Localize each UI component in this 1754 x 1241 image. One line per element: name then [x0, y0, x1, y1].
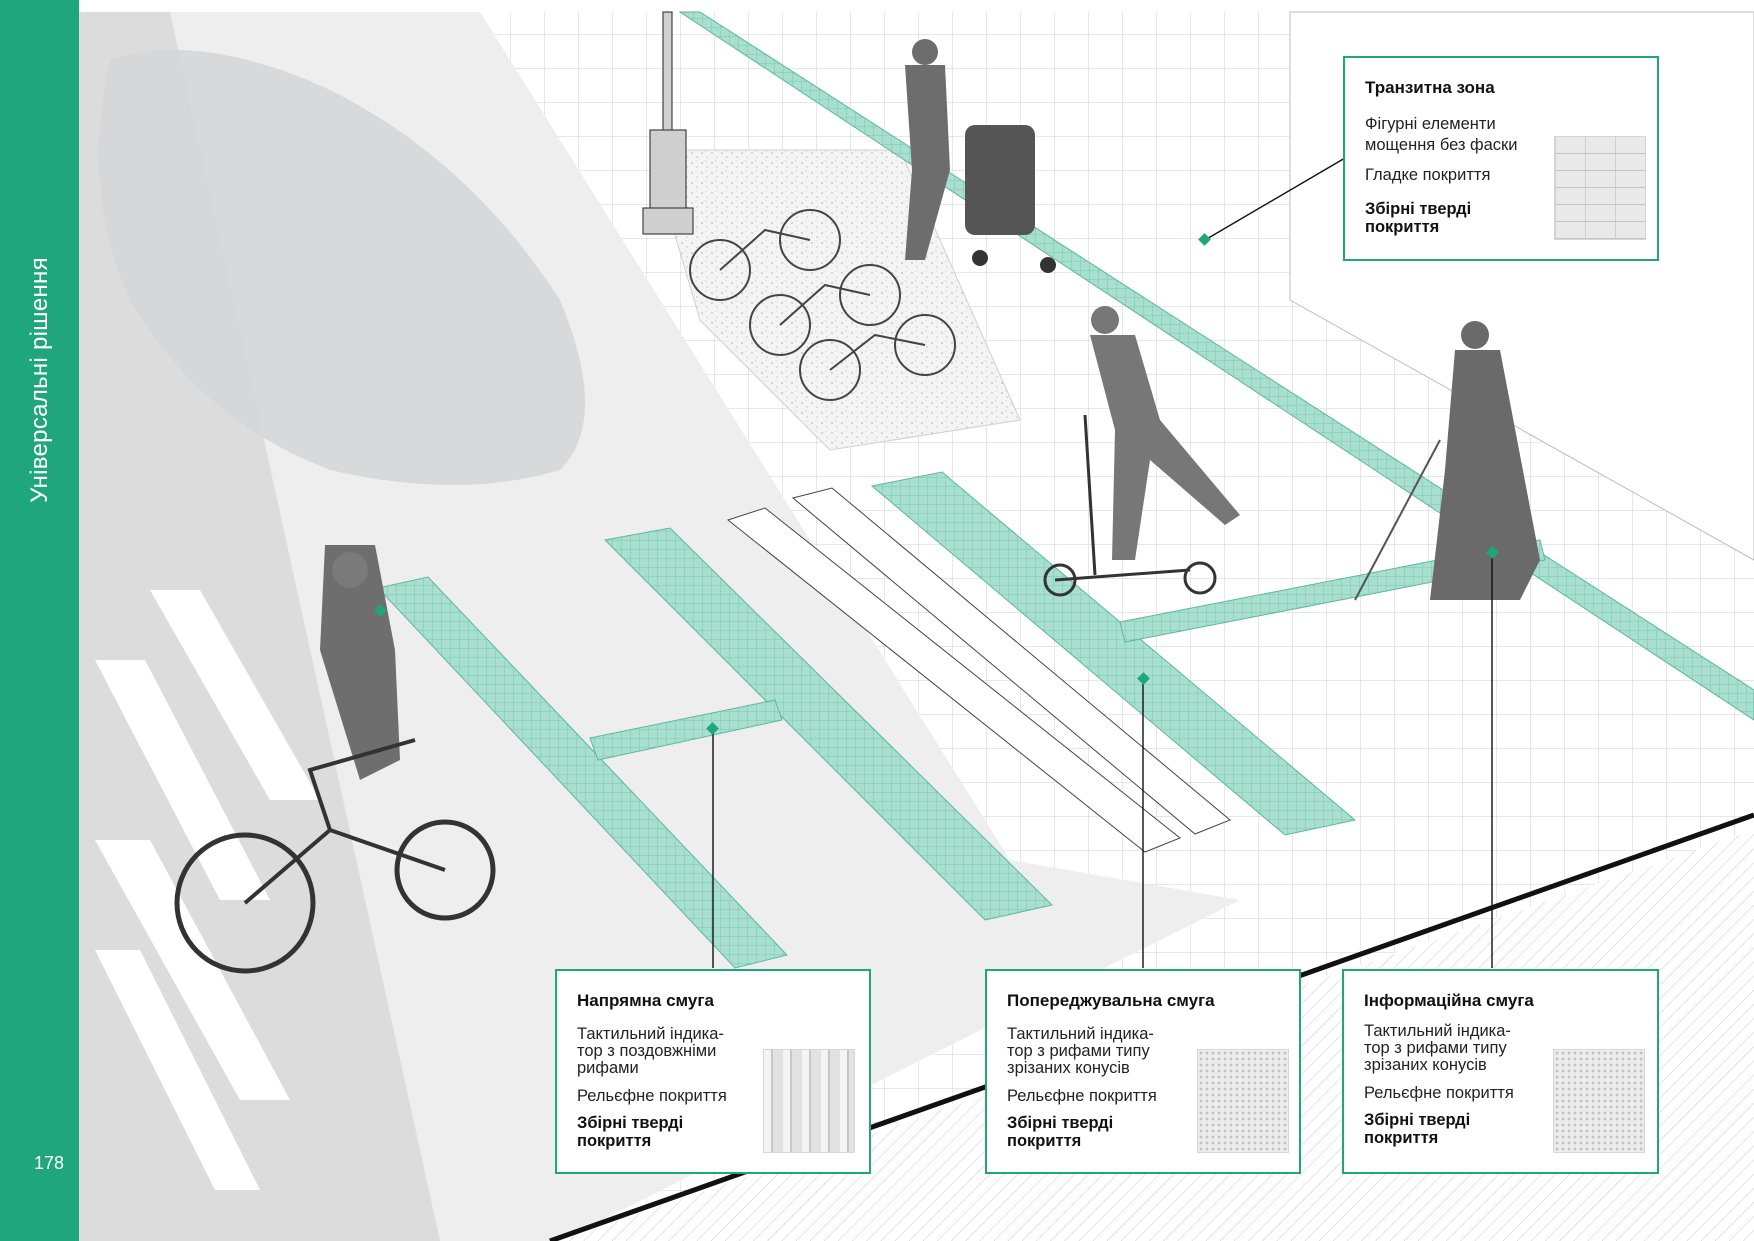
- callout-title: Напрямна смуга: [577, 991, 714, 1010]
- truncated-cones-texture-icon: [1553, 1049, 1645, 1153]
- street-lamp-icon: [642, 11, 694, 235]
- page-number: 178: [34, 1153, 65, 1173]
- callout-material: Збірні тверді покриття: [1365, 200, 1472, 236]
- scooter-rider-icon: [1043, 306, 1240, 597]
- truncated-cones-texture-icon: [1197, 1049, 1289, 1153]
- callout-description: Тактильний індика- тор з рифами типу зрі…: [1364, 1022, 1511, 1074]
- callout-surface: Рельєфне покриття: [1007, 1087, 1157, 1105]
- warning-strip: [870, 471, 1357, 836]
- callout-info-strip: Інформаційна смуга Тактильний індика- то…: [1342, 969, 1659, 1174]
- pedestrian-with-stroller-icon: [905, 39, 1056, 273]
- crosswalk-sidewalk: [726, 487, 1231, 853]
- guiding-strip-connector: [589, 699, 783, 761]
- sidebar: Універсальні рішення 178: [0, 0, 79, 1241]
- callout-warning-strip: Попереджувальна смуга Тактильний індика-…: [985, 969, 1301, 1174]
- tree-canopy-icon: [98, 50, 585, 485]
- callout-surface: Рельєфне покриття: [1364, 1084, 1514, 1102]
- callout-transit-zone: Транзитна зона Фігурні елементи мощення …: [1343, 56, 1659, 261]
- cyclist-icon: [174, 545, 496, 974]
- callout-surface: Гладке покриття: [1365, 166, 1491, 184]
- longitudinal-ribs-texture-icon: [763, 1049, 855, 1153]
- guiding-strip-crosswalk-mid: [603, 527, 1054, 921]
- section-title: Універсальні рішення: [26, 257, 53, 503]
- callout-material: Збірні тверді покриття: [1364, 1111, 1471, 1147]
- visually-impaired-pedestrian-icon: [1354, 321, 1540, 601]
- callout-description: Тактильний індика- тор з поздовжніми риф…: [577, 1025, 724, 1077]
- callout-material: Збірні тверді покриття: [577, 1114, 684, 1150]
- crosswalk-road: [95, 590, 320, 1190]
- callout-description: Фігурні елементи мощення без фаски: [1365, 115, 1518, 154]
- callout-title: Інформаційна смуга: [1364, 991, 1534, 1010]
- leader-lines: [712, 157, 1493, 968]
- bicycle-rack-icon: [689, 209, 956, 401]
- callout-material: Збірні тверді покриття: [1007, 1114, 1114, 1150]
- callout-description: Тактильний індика- тор з рифами типу зрі…: [1007, 1025, 1154, 1077]
- callout-title: Транзитна зона: [1365, 78, 1495, 97]
- callout-surface: Рельєфне покриття: [577, 1087, 727, 1105]
- paving-brick-texture-icon: [1554, 136, 1646, 240]
- guiding-strip-crosswalk-left: [377, 576, 788, 969]
- callout-title: Попереджувальна смуга: [1007, 991, 1215, 1010]
- callout-guiding-strip: Напрямна смуга Тактильний індика- тор з …: [555, 969, 871, 1174]
